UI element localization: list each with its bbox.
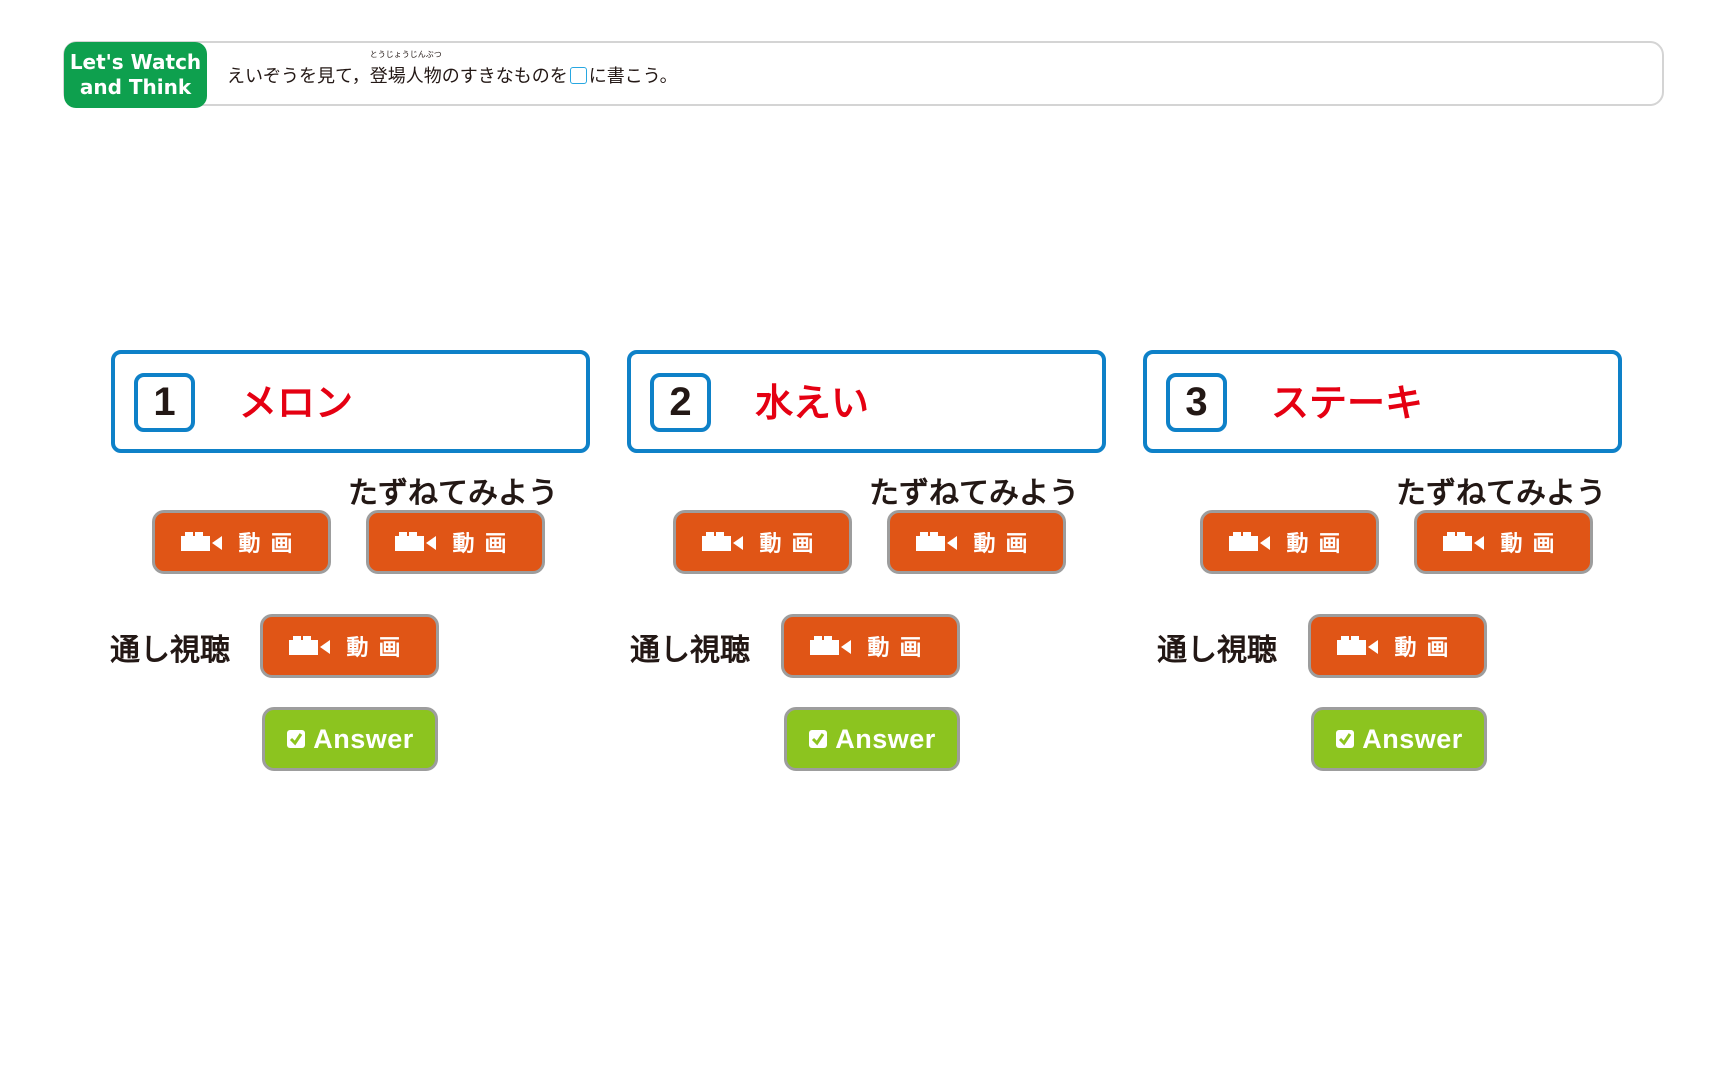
question-answer: ステーキ [1271, 381, 1424, 425]
video-button-label: 動画 [1500, 532, 1565, 557]
instruction-before: えいぞうを見て， [227, 66, 370, 87]
through-label-2: 通し視聴 [630, 633, 750, 668]
video-button-label: 動画 [1394, 636, 1459, 661]
checkbox-icon [1336, 730, 1355, 748]
question-number: 1 [134, 373, 195, 432]
lets-watch-badge: Let's Watch and Think [64, 42, 207, 108]
question-answer: メロン [239, 381, 354, 425]
video-camera-icon [1229, 532, 1271, 551]
question-card-2: 2 水えい [627, 350, 1106, 453]
instruction-after: に書こう。 [588, 66, 678, 87]
badge-line-2: and Think [79, 75, 192, 99]
instruction-ruby: とうじょうじんぶつ 登場人物 [369, 50, 442, 88]
video-button-label: 動画 [867, 636, 932, 661]
video-button-label: 動画 [973, 532, 1038, 557]
video-button-q2-a[interactable]: 動画 [673, 510, 852, 574]
video-button-label: 動画 [759, 532, 824, 557]
question-number: 2 [650, 373, 711, 432]
ask-label-2: たずねてみよう [869, 476, 1079, 511]
video-camera-icon [289, 636, 331, 655]
video-button-q3-a[interactable]: 動画 [1200, 510, 1379, 574]
question-answer: 水えい [755, 381, 870, 425]
video-button-q3-b[interactable]: 動画 [1414, 510, 1593, 574]
video-camera-icon [181, 532, 223, 551]
video-button-label: 動画 [452, 532, 517, 557]
answer-button-label: Answer [835, 723, 936, 754]
instruction-bar [63, 41, 1664, 106]
video-camera-icon [1337, 636, 1379, 655]
ruby-base: 登場人物 [369, 66, 442, 87]
answer-button-q1[interactable]: Answer [262, 707, 438, 771]
checkbox-icon [809, 730, 828, 748]
answer-button-label: Answer [1362, 723, 1463, 754]
video-button-q1-b[interactable]: 動画 [366, 510, 545, 574]
video-camera-icon [916, 532, 958, 551]
video-button-q2-b[interactable]: 動画 [887, 510, 1066, 574]
video-camera-icon [1443, 532, 1485, 551]
instruction-text: えいぞうを見て， とうじょうじんぶつ 登場人物 のすきなものを に書こう。 [227, 50, 678, 88]
ask-label-3: たずねてみよう [1396, 476, 1606, 511]
video-button-label: 動画 [1286, 532, 1351, 557]
through-video-button-q2[interactable]: 動画 [781, 614, 960, 678]
video-button-label: 動画 [238, 532, 303, 557]
ask-label-1: たずねてみよう [348, 476, 558, 511]
video-button-label: 動画 [346, 636, 411, 661]
answer-button-label: Answer [313, 723, 414, 754]
video-button-q1-a[interactable]: 動画 [152, 510, 331, 574]
question-number: 3 [1166, 373, 1227, 432]
through-video-button-q1[interactable]: 動画 [260, 614, 439, 678]
through-label-3: 通し視聴 [1157, 633, 1277, 668]
question-card-3: 3 ステーキ [1143, 350, 1622, 453]
checkbox-icon [287, 730, 306, 748]
question-card-1: 1 メロン [111, 350, 590, 453]
badge-line-1: Let's Watch [69, 50, 202, 74]
blank-box-icon [569, 66, 587, 84]
answer-button-q3[interactable]: Answer [1311, 707, 1487, 771]
through-video-button-q3[interactable]: 動画 [1308, 614, 1487, 678]
video-camera-icon [395, 532, 437, 551]
through-label-1: 通し視聴 [110, 633, 230, 668]
answer-button-q2[interactable]: Answer [784, 707, 960, 771]
ruby-text: とうじょうじんぶつ [369, 50, 442, 59]
video-camera-icon [810, 636, 852, 655]
instruction-middle: のすきなものを [441, 66, 568, 87]
video-camera-icon [702, 532, 744, 551]
